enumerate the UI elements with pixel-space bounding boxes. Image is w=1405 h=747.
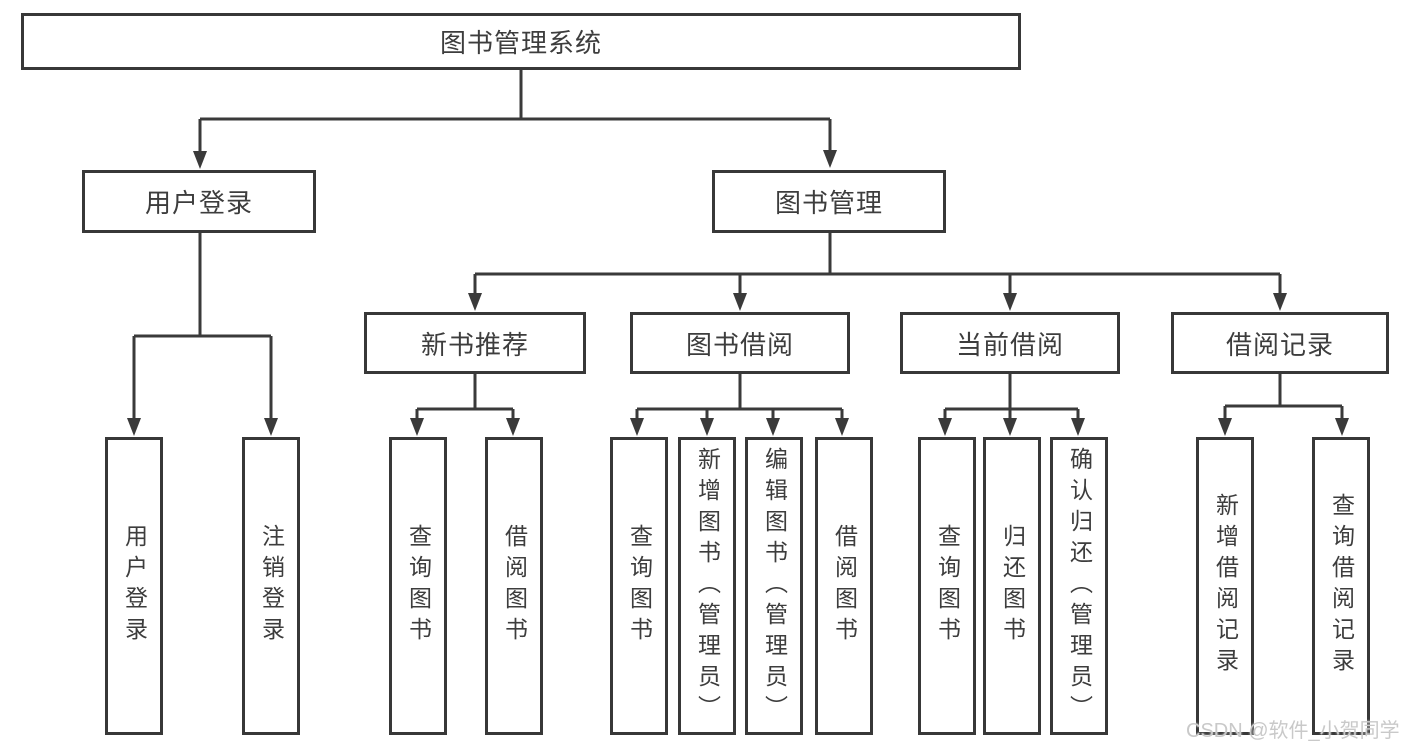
node-library-system-label: 图书管理系统 — [439, 28, 602, 58]
leaf-edit-books-admin-label: 编辑图书（管理员） — [761, 446, 788, 726]
node-user-login-label: 用户登录 — [144, 188, 253, 218]
leaf-query-borrow-record: 查询借阅记录 — [1312, 437, 1370, 735]
leaf-return-books-label: 归还图书 — [999, 524, 1026, 648]
node-book-management-label: 图书管理 — [774, 188, 883, 218]
leaf-current-query-books: 查询图书 — [918, 437, 976, 735]
node-book-borrow-label: 图书借阅 — [685, 329, 794, 360]
leaf-confirm-return-admin: 确认归还（管理员） — [1050, 437, 1108, 735]
leaf-newbook-borrow-books-label: 借阅图书 — [501, 524, 528, 648]
node-current-borrow: 当前借阅 — [900, 312, 1120, 374]
node-book-management: 图书管理 — [712, 170, 946, 233]
leaf-newbook-query-books-label: 查询图书 — [405, 524, 432, 648]
leaf-borrow-query-books-label: 查询图书 — [626, 524, 653, 648]
node-user-login: 用户登录 — [82, 170, 316, 233]
leaf-borrow-books: 借阅图书 — [815, 437, 873, 735]
leaf-newbook-borrow-books: 借阅图书 — [485, 437, 543, 735]
leaf-borrow-books-label: 借阅图书 — [831, 524, 858, 648]
watermark: CSDN @软件_小贺同学 — [1186, 720, 1400, 742]
leaf-add-borrow-record-label: 新增借阅记录 — [1212, 493, 1239, 679]
leaf-logout: 注销登录 — [242, 437, 300, 735]
node-borrow-records-label: 借阅记录 — [1225, 329, 1334, 360]
leaf-return-books: 归还图书 — [983, 437, 1041, 735]
leaf-newbook-query-books: 查询图书 — [389, 437, 447, 735]
node-new-book-recommend-label: 新书推荐 — [420, 329, 529, 360]
leaf-user-login: 用户登录 — [105, 437, 163, 735]
leaf-add-borrow-record: 新增借阅记录 — [1196, 437, 1254, 735]
leaf-edit-books-admin: 编辑图书（管理员） — [745, 437, 803, 735]
leaf-user-login-label: 用户登录 — [121, 524, 148, 648]
leaf-query-borrow-record-label: 查询借阅记录 — [1328, 493, 1355, 679]
leaf-confirm-return-admin-label: 确认归还（管理员） — [1066, 446, 1093, 726]
node-new-book-recommend: 新书推荐 — [364, 312, 586, 374]
node-borrow-records: 借阅记录 — [1171, 312, 1389, 374]
leaf-logout-label: 注销登录 — [258, 524, 285, 648]
leaf-add-books-admin-label: 新增图书（管理员） — [694, 446, 721, 726]
leaf-add-books-admin: 新增图书（管理员） — [678, 437, 736, 735]
node-current-borrow-label: 当前借阅 — [955, 329, 1064, 360]
node-library-system: 图书管理系统 — [21, 13, 1021, 70]
node-book-borrow: 图书借阅 — [630, 312, 850, 374]
leaf-current-query-books-label: 查询图书 — [934, 524, 961, 648]
leaf-borrow-query-books: 查询图书 — [610, 437, 668, 735]
